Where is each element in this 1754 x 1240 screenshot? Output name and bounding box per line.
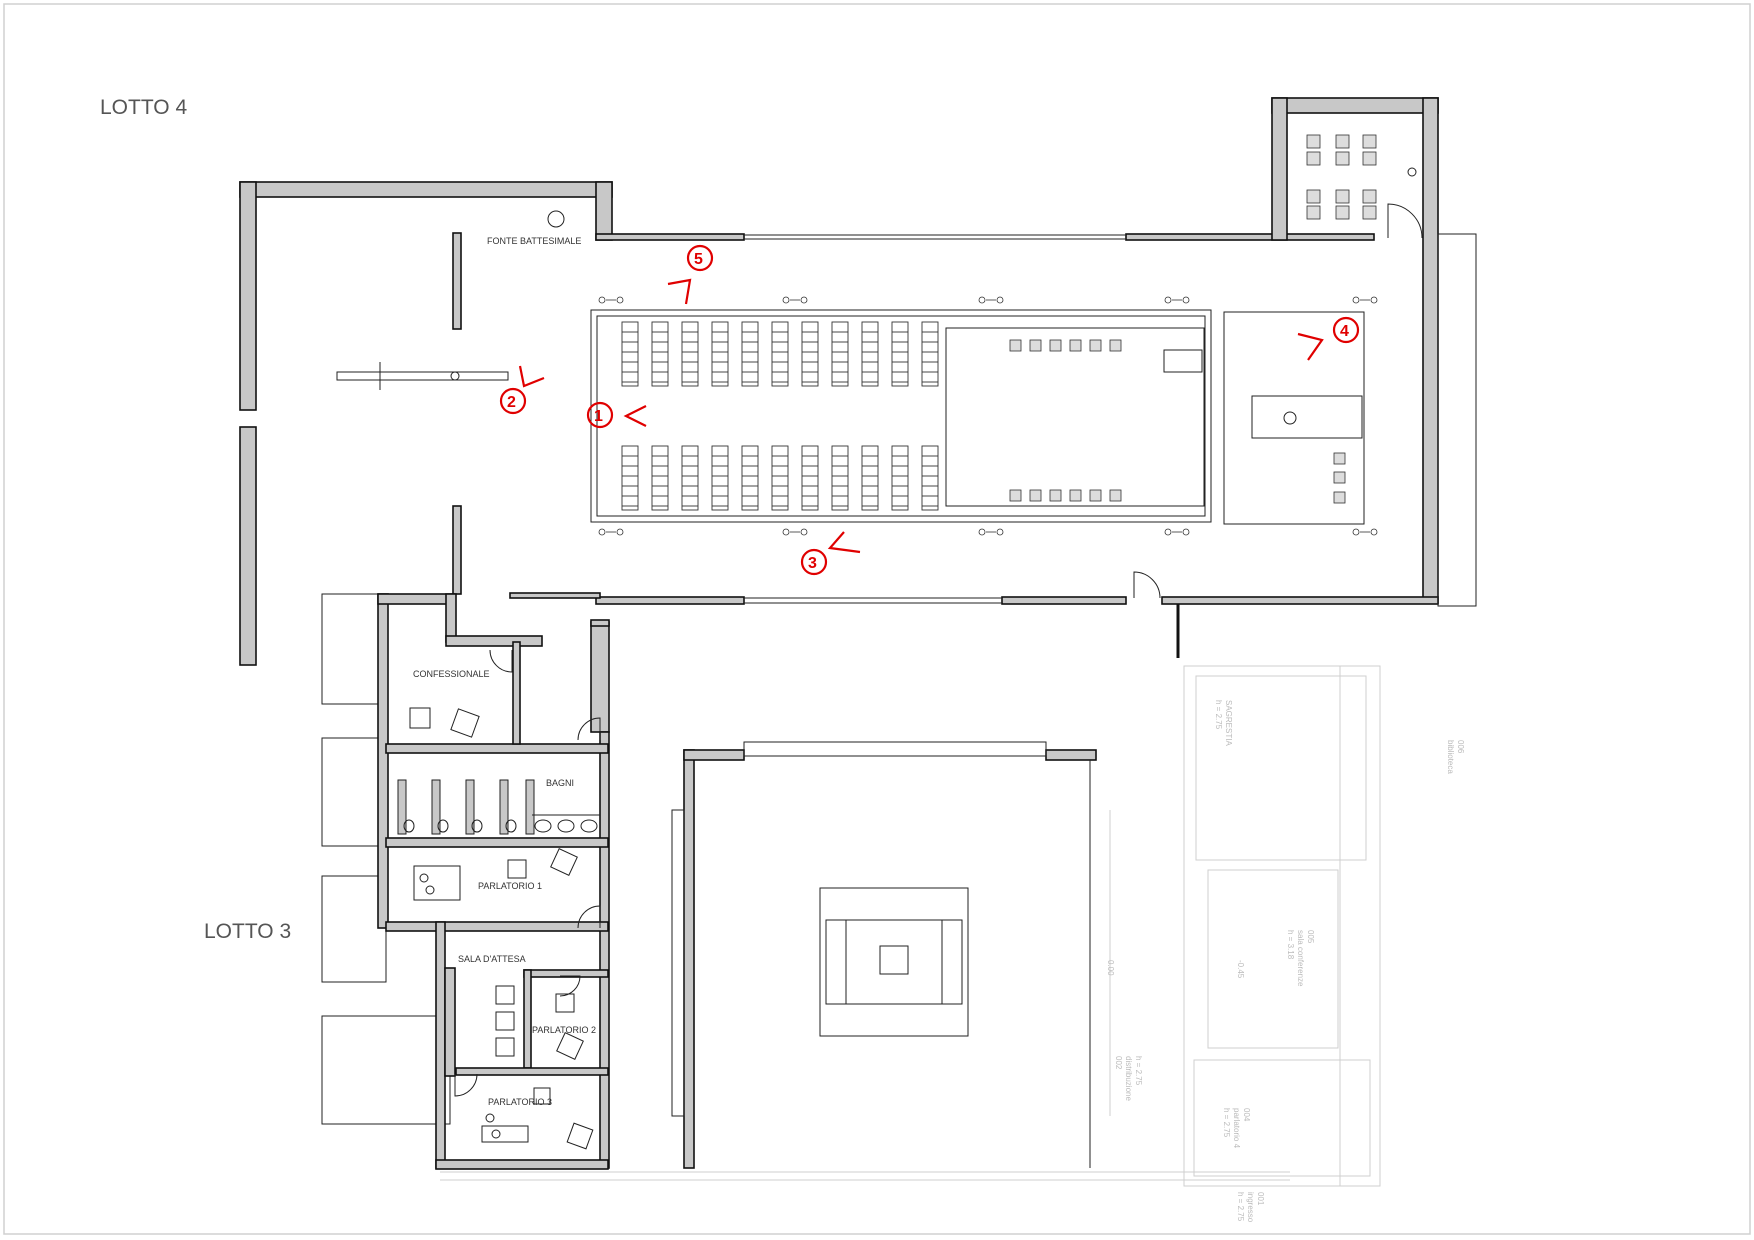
sheet-border: [3, 3, 1751, 1235]
central-court: [671, 741, 1097, 1169]
ghost-label-sagrestia-h: h = 2.75: [1214, 700, 1223, 730]
svg-text:2: 2: [507, 394, 516, 411]
ghost-label-code-005: 005: [1306, 930, 1315, 944]
ghost-label-sala-conferenze-h: h = 3.18: [1286, 930, 1295, 960]
pew: [771, 321, 789, 387]
pews: [621, 321, 939, 511]
pew: [801, 321, 819, 387]
ghost-label-level-2: 0.00: [1106, 960, 1115, 976]
pew: [741, 445, 759, 511]
chancel-chair: [1109, 339, 1122, 352]
pew: [711, 445, 729, 511]
chancel-chair: [1049, 489, 1062, 502]
sacristy-furniture: [1306, 134, 1377, 220]
room-label-bagni: BAGNI: [546, 778, 574, 788]
ghost-label-parlatorio-4-h: h = 2.75: [1222, 1108, 1231, 1138]
ghost-label-ingresso: ingresso: [1246, 1192, 1255, 1223]
view-marker-5[interactable]: 5: [667, 244, 714, 305]
view-marker-2[interactable]: 2: [499, 365, 545, 415]
room-label-parlatorio-1: PARLATORIO 1: [478, 881, 542, 891]
pew: [681, 321, 699, 387]
lot-4-label: LOTTO 4: [100, 96, 187, 119]
view-marker-4[interactable]: 4: [1297, 316, 1360, 361]
wall-light: [1164, 528, 1190, 536]
room-label-fonte-battesimale: FONTE BATTESIMALE: [487, 236, 581, 246]
chancel-chair: [1049, 339, 1062, 352]
room-label-parlatorio-2: PARLATORIO 2: [532, 1025, 596, 1035]
pew: [921, 445, 939, 511]
lot-3-label: LOTTO 3: [204, 920, 291, 943]
ghost-label-distribuzione-h: h = 2.75: [1134, 1056, 1143, 1086]
svg-text:3: 3: [808, 555, 817, 572]
baptistery-screen: [336, 362, 509, 390]
nave-layout: [590, 309, 1365, 525]
pew: [921, 321, 939, 387]
pew: [681, 445, 699, 511]
wall-light: [978, 528, 1004, 536]
pew: [771, 445, 789, 511]
view-marker-1[interactable]: 1: [586, 401, 647, 429]
chancel-chair: [1089, 489, 1102, 502]
wall-lights: [598, 296, 1378, 536]
annex-furniture: [409, 707, 594, 1150]
wall-light: [1352, 296, 1378, 304]
pew: [801, 445, 819, 511]
chancel-chair: [1009, 489, 1022, 502]
pew: [711, 321, 729, 387]
ghost-label-distribuzione: distribuzione: [1124, 1056, 1133, 1101]
svg-text:5: 5: [694, 251, 703, 268]
pew: [891, 321, 909, 387]
ghost-label-code-002: 002: [1114, 1056, 1123, 1070]
pew: [861, 445, 879, 511]
chancel-chair: [1089, 339, 1102, 352]
wall-light: [1352, 528, 1378, 536]
chancel-chair: [1029, 339, 1042, 352]
wall-light: [782, 296, 808, 304]
pew: [621, 321, 639, 387]
ghost-label-parlatorio-4: parlatorio 4: [1232, 1108, 1241, 1149]
ghost-label-code-001: 001: [1256, 1192, 1265, 1206]
room-label-confessionale: CONFESSIONALE: [413, 669, 490, 679]
chancel-chairs: [1009, 339, 1122, 502]
chancel-chair: [1029, 489, 1042, 502]
svg-text:4: 4: [1340, 323, 1349, 340]
ghost-label-ingresso-h: h = 2.75: [1236, 1192, 1245, 1222]
ghost-label-level-1: -0.45: [1236, 960, 1245, 979]
wall-light: [1164, 296, 1190, 304]
wall-light: [598, 296, 624, 304]
chancel-chair: [1009, 339, 1022, 352]
pew: [741, 321, 759, 387]
ghost-label-code-006: 006: [1456, 740, 1465, 754]
chancel-chair: [1069, 489, 1082, 502]
annex-doors: [454, 649, 601, 1097]
wall-light: [782, 528, 808, 536]
pew: [621, 445, 639, 511]
baptismal-font: [547, 210, 565, 228]
chancel-chair: [1109, 489, 1122, 502]
chancel-chair: [1069, 339, 1082, 352]
ghost-label-code-004: 004: [1242, 1108, 1251, 1122]
room-label-sala-attesa: SALA D'ATTESA: [458, 954, 526, 964]
pew: [861, 321, 879, 387]
annex-walls: [321, 593, 610, 1170]
ghost-label-sala-conferenze: sala conferenze: [1296, 930, 1305, 987]
ghost-label-sagrestia: SAGRESTIA: [1224, 700, 1233, 746]
adjacent-building-ghost: [440, 665, 1381, 1187]
pew: [891, 445, 909, 511]
room-label-parlatorio-3: PARLATORIO 3: [488, 1097, 552, 1107]
pew: [651, 321, 669, 387]
view-marker-3[interactable]: 3: [800, 531, 861, 576]
church-doors: [1133, 167, 1423, 599]
wall-light: [598, 528, 624, 536]
pew: [831, 321, 849, 387]
toilet-stalls: [397, 779, 600, 835]
svg-text:1: 1: [594, 408, 603, 425]
pew: [651, 445, 669, 511]
wall-light: [978, 296, 1004, 304]
church-walls: [239, 97, 1477, 666]
ghost-label-biblioteca: biblioteca: [1446, 740, 1455, 774]
altar-seats: [1333, 452, 1346, 504]
pew: [831, 445, 849, 511]
